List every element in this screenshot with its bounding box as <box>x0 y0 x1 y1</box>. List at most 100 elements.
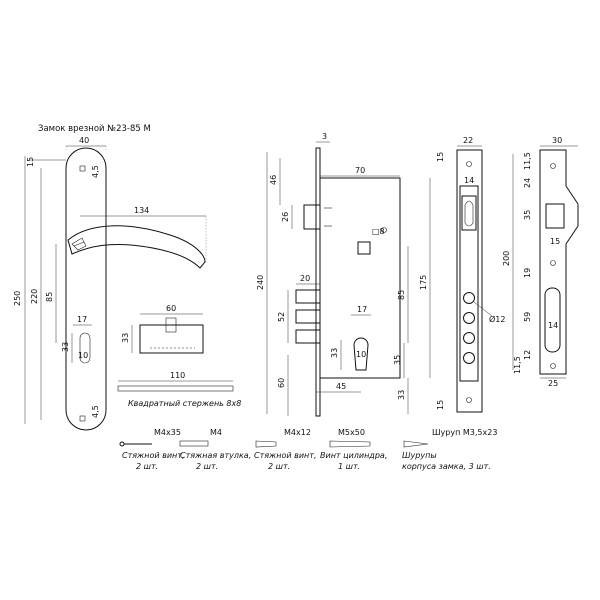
spindle-caption: Квадратный стержень 8х8 <box>128 399 241 408</box>
strike-c-label: 35 <box>523 210 532 220</box>
hardware-caption: Стяжной винт, <box>254 451 316 460</box>
hardware-caption: Шурупы <box>402 451 437 460</box>
lock-bolt-1 <box>295 289 321 304</box>
hardware-spec: Шуруп M3,5x23 <box>432 428 497 437</box>
body-overall-label: 240 <box>256 275 265 290</box>
right-35-label: 35 <box>393 355 402 365</box>
hardware-caption: Стяжной винт, <box>122 451 184 460</box>
bolt-block-label: 52 <box>277 312 286 322</box>
spindle-length-label: 110 <box>170 371 185 380</box>
hardware-item-1: M4x35 Стяжной винт, 2 шт. <box>119 428 184 471</box>
handle-cylinder-height-label: 33 <box>61 342 70 352</box>
strike-overall-label: 200 <box>502 251 511 266</box>
cylinder-cam <box>165 317 177 333</box>
hardware-caption: Винт цилиндра, <box>320 451 387 460</box>
drawing-title: Замок врезной №23-85 М <box>38 124 151 134</box>
lever-hatch <box>71 237 87 251</box>
faceplate-window <box>459 185 479 382</box>
bottom-33-label: 33 <box>397 390 406 400</box>
handle-keyhole <box>79 332 91 364</box>
handle-lever-length-label: 134 <box>134 206 149 215</box>
lock-body-view: 3 70 46 26 □8 20 52 60 240 17 33 10 85 1… <box>256 132 431 417</box>
strike-latch-opening <box>545 203 565 229</box>
handle-backset-label: 85 <box>45 292 54 302</box>
strike-bolt-opening <box>544 287 561 353</box>
lock-faceplate <box>315 147 321 417</box>
lock-case <box>319 177 401 379</box>
strike-i-label: 11,5 <box>513 356 522 374</box>
hardware-count: 2 шт. <box>196 462 218 471</box>
latch-top-label: 46 <box>269 175 278 185</box>
hardware-item-2: M4 Стяжная втулка, 2 шт. <box>179 428 251 471</box>
hardware-caption: Стяжная втулка, <box>180 451 251 460</box>
hardware-item-4: M5x50 Винт цилиндра, 1 шт. <box>320 428 387 471</box>
faceplate-strip <box>456 149 483 413</box>
spindle-bar <box>117 385 234 392</box>
faceplate-thickness-label: 3 <box>322 132 327 141</box>
faceplate-bolt-4 <box>463 352 475 364</box>
faceplate-bottom-label: 15 <box>436 400 445 410</box>
faceplate-bolt-width-label: 14 <box>464 176 474 185</box>
door-handle-view: 40 15 4,5 250 220 85 134 17 33 10 4,5 <box>13 136 207 431</box>
lock-bolt-3 <box>295 329 321 344</box>
handle-overall-label: 250 <box>13 291 22 306</box>
cylinder-body <box>139 324 204 354</box>
strike-j-label: 25 <box>548 379 558 388</box>
spindle-view: 110 Квадратный стержень 8х8 <box>117 371 241 408</box>
strike-h-label: 12 <box>523 350 532 360</box>
faceplate-top-label: 15 <box>436 152 445 162</box>
hardware-item-5: Шуруп M3,5x23 Шурупы корпуса замка, 3 шт… <box>402 428 497 471</box>
spindle-square-label: □8 <box>372 227 385 236</box>
hardware-count: корпуса замка, 3 шт. <box>402 462 491 471</box>
strike-b-label: 24 <box>523 178 532 188</box>
faceplate-bolt-2 <box>463 312 475 324</box>
strike-e-label: 19 <box>523 268 532 278</box>
strike-d-label: 15 <box>550 237 560 246</box>
faceplate-bolt-3 <box>463 332 475 344</box>
hardware-count: 2 шт. <box>268 462 290 471</box>
hardware-spec: M4 <box>210 428 222 437</box>
cylinder-view: 60 33 <box>121 304 204 354</box>
lock-backset-label: 45 <box>336 382 346 391</box>
handle-screw-bottom <box>79 415 86 422</box>
latch-height-label: 26 <box>281 212 290 222</box>
strike-a-label: 11,5 <box>523 152 532 170</box>
faceplate-front-view: 22 15 14 Ø12 15 <box>436 136 505 413</box>
handle-width-label: 40 <box>79 136 89 145</box>
lock-cylinder-height-label: 33 <box>330 348 339 358</box>
strike-plate-view: 30 200 11,5 24 35 15 19 59 14 12 11,5 25 <box>502 136 579 388</box>
right-85-label: 85 <box>397 290 406 300</box>
lock-latch <box>303 204 321 230</box>
handle-top-offset-label: 15 <box>26 157 35 167</box>
faceplate-width-label: 22 <box>463 136 473 145</box>
handle-screw-bottom-label: 4,5 <box>91 405 100 418</box>
hardware-spec: M5x50 <box>338 428 365 437</box>
lock-bolt-2 <box>295 309 321 324</box>
faceplate-hole-label: Ø12 <box>489 314 505 324</box>
cylinder-height-label: 33 <box>121 333 130 343</box>
hardware-count: 1 шт. <box>338 462 360 471</box>
handle-lever <box>67 225 206 269</box>
lock-cylinder-depth-label: 10 <box>356 350 366 359</box>
strike-f-label: 59 <box>523 312 532 322</box>
cylinder-backset-label: 17 <box>357 305 367 314</box>
handle-backplate <box>65 147 107 431</box>
handle-cylinder-depth-label: 10 <box>78 351 88 360</box>
lock-spindle-square <box>357 241 371 255</box>
hardware-list: M4x35 Стяжной винт, 2 шт. M4 Стяжная вту… <box>119 428 497 471</box>
bottom-label: 60 <box>277 378 286 388</box>
right-175-label: 175 <box>419 275 428 290</box>
handle-centers-label: 220 <box>30 289 39 304</box>
hardware-count: 2 шт. <box>136 462 158 471</box>
strike-width-label: 30 <box>552 136 562 145</box>
handle-cylinder-width-label: 17 <box>77 315 87 324</box>
hardware-spec: M4x35 <box>154 428 181 437</box>
lock-cylinder-hole <box>353 337 369 371</box>
hardware-item-3: M4x12 Стяжной винт, 2 шт. <box>254 428 316 471</box>
cylinder-length-label: 60 <box>166 304 176 313</box>
handle-screw-top <box>79 165 86 172</box>
faceplate-bolt-1 <box>463 292 475 304</box>
bolt-width-label: 20 <box>300 274 310 283</box>
strike-outline <box>539 149 579 375</box>
